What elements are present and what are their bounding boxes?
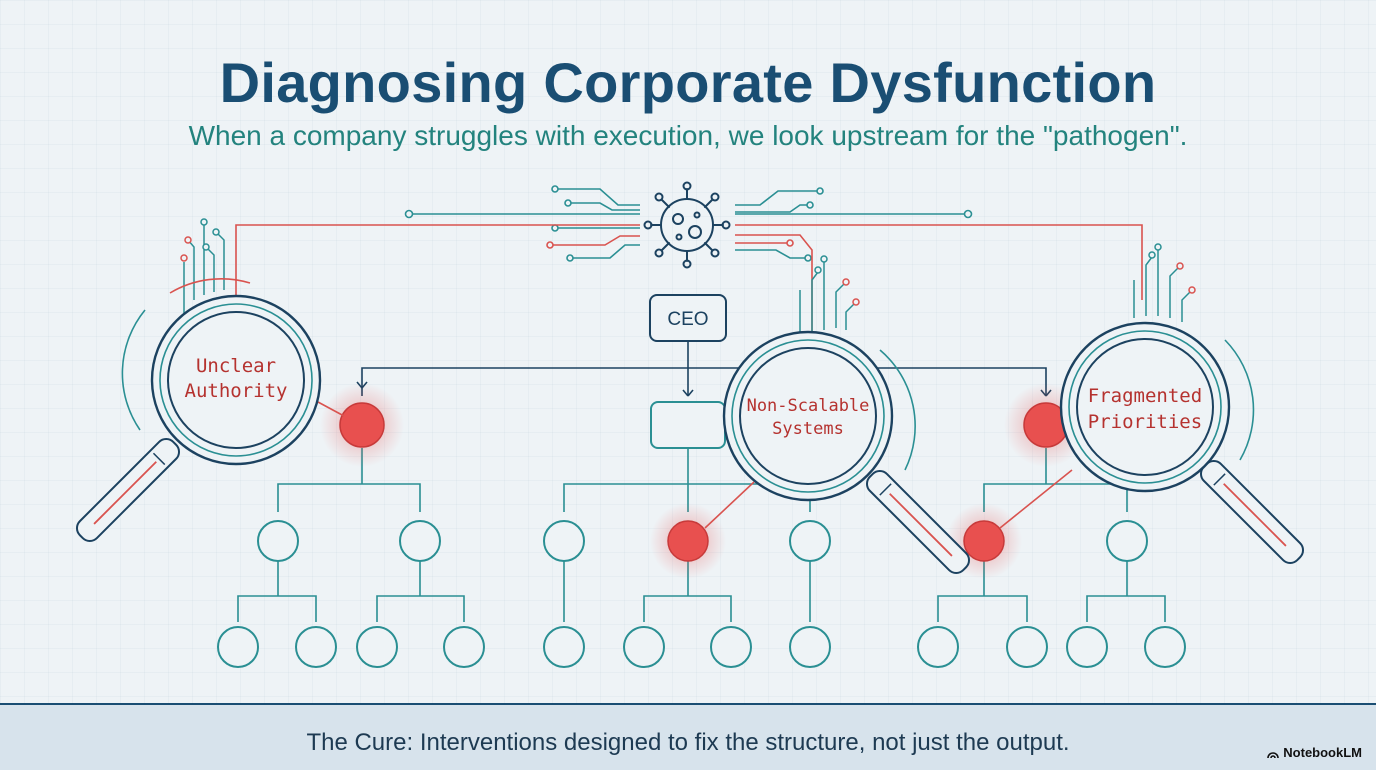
- notebooklm-logo-icon: [1267, 751, 1280, 758]
- magnifier-label-line1: Non-Scalable: [747, 396, 870, 416]
- org-node: [1066, 626, 1108, 668]
- hotspot-node: [963, 520, 1005, 562]
- org-node: [917, 626, 959, 668]
- circuit-traces: [235, 185, 1143, 333]
- org-node: [1006, 626, 1048, 668]
- org-node: [543, 520, 585, 562]
- org-node: [257, 520, 299, 562]
- footer-bar: The Cure: Interventions designed to fix …: [0, 703, 1376, 770]
- manager-node-box: [650, 401, 726, 449]
- org-chart-nodes: [217, 401, 1186, 668]
- magnifier-non-scalable-systems: Non-Scalable Systems: [704, 255, 971, 575]
- org-node: [217, 626, 259, 668]
- magnifier-label-line2: Authority: [185, 380, 288, 402]
- org-node: [789, 626, 831, 668]
- page-title: Diagnosing Corporate Dysfunction: [219, 51, 1157, 114]
- magnifier-unclear-authority: Unclear Authority: [75, 218, 345, 543]
- org-node: [443, 626, 485, 668]
- org-node: [399, 520, 441, 562]
- magnifier-label-line2: Systems: [772, 419, 844, 439]
- brand-name: NotebookLM: [1283, 745, 1362, 760]
- magnifier-label-line1: Fragmented: [1088, 385, 1202, 407]
- footer-text: The Cure: Interventions designed to fix …: [306, 729, 1070, 756]
- magnifier-fragmented-priorities: Fragmented Priorities: [999, 243, 1305, 565]
- org-chart-connectors: [237, 341, 1166, 622]
- hotspot-node: [339, 402, 385, 448]
- org-chart-diagram: CEO Unclear Authority: [75, 181, 1305, 668]
- page-subtitle: When a company struggles with execution,…: [188, 120, 1188, 151]
- org-node: [356, 626, 398, 668]
- org-node: [789, 520, 831, 562]
- magnifier-label-line1: Unclear: [196, 355, 276, 377]
- hotspot-node: [667, 520, 709, 562]
- org-node: [710, 626, 752, 668]
- ceo-node: CEO: [649, 294, 727, 342]
- org-node: [623, 626, 665, 668]
- magnifier-label-line2: Priorities: [1088, 411, 1202, 433]
- org-node: [1144, 626, 1186, 668]
- org-node: [543, 626, 585, 668]
- ceo-label: CEO: [667, 309, 708, 330]
- org-node: [1106, 520, 1148, 562]
- brand-badge: NotebookLM: [1267, 745, 1362, 760]
- virus-icon: [643, 181, 731, 269]
- org-node: [295, 626, 337, 668]
